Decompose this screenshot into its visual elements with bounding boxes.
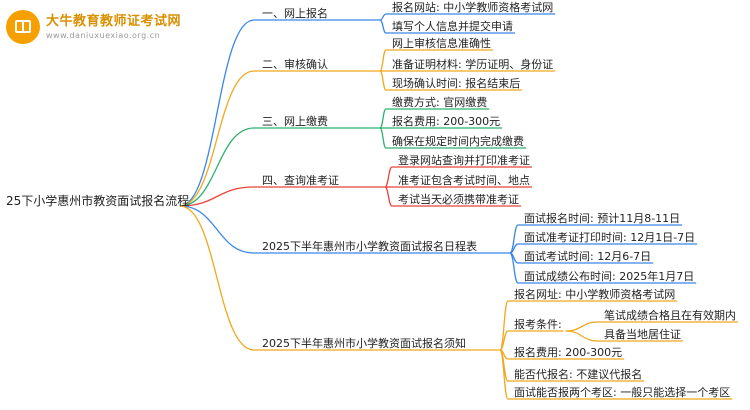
leaf-connector [565, 321, 599, 332]
branch-connector [179, 70, 255, 207]
leaf-connector [499, 330, 509, 351]
leaf-node: 现场确认时间: 报名结束后 [392, 77, 521, 90]
leaf-connector [379, 19, 387, 34]
leaf-node: 笔试成绩合格且在有效期内 [604, 309, 736, 322]
leaf-node: 报考条件: [514, 318, 562, 331]
leaf-node: 网上审核信息准确性 [392, 37, 491, 50]
book-icon [6, 10, 40, 44]
branch-online-payment: 三、网上缴费 [262, 115, 328, 128]
branch-admission-ticket: 四、查询准考证 [262, 174, 339, 187]
leaf-node: 填写个人信息并提交申请 [392, 20, 513, 33]
branch-connector [179, 186, 255, 207]
branch-connector [179, 205, 255, 351]
leaf-connector [379, 70, 387, 91]
leaf-node: 登录网站查询并打印准考证 [398, 154, 530, 167]
leaf-node: 准备证明材料: 学历证明、身份证 [392, 58, 554, 71]
leaf-node: 报名网站: 中小学教师资格考试网 [392, 1, 554, 14]
leaf-node: 确保在规定时间内完成缴费 [392, 135, 524, 148]
leaf-node: 报名费用: 200-300元 [392, 115, 501, 128]
logo-title: 大牛教育教师证考试网 [46, 14, 182, 29]
leaf-connector [379, 127, 387, 149]
leaf-node: 面试报名时间: 预计11月8-11日 [524, 212, 681, 225]
leaf-connector [379, 13, 387, 21]
branch-registration-notes: 2025下半年惠州市小学教资面试报名须知 [262, 337, 466, 350]
leaf-node: 具备当地居住证 [604, 328, 681, 341]
leaf-node: 报名费用: 200-300元 [514, 346, 623, 359]
leaf-node: 面试考试时间: 12月6-7日 [524, 250, 652, 263]
branch-review-confirmation: 二、审核确认 [262, 58, 328, 71]
branch-connector [179, 205, 255, 254]
leaf-node: 考试当天必须携带准考证 [398, 193, 519, 206]
leaf-connector [499, 349, 509, 400]
leaf-node: 面试准考证打印时间: 12月1日-7日 [524, 231, 696, 244]
leaf-connector [509, 252, 519, 284]
branch-online-registration: 一、网上报名 [262, 7, 328, 20]
leaf-node: 报名网址: 中小学教师资格考试网 [514, 288, 676, 301]
leaf-node: 面试成绩公布时间: 2025年1月7日 [524, 270, 695, 283]
leaf-node: 缴费方式: 官网缴费 [392, 96, 488, 109]
leaf-node: 能否代报名: 不建议代报名 [514, 368, 643, 381]
mindmap-root: 25下小学惠州市教资面试报名流程 [6, 194, 190, 208]
leaf-connector [379, 49, 387, 72]
branch-connector [179, 19, 255, 207]
leaf-node: 面试能否报两个考区: 一般只能选择一个考区 [514, 386, 731, 399]
leaf-connector [565, 330, 599, 342]
branch-connector [179, 127, 255, 207]
logo-subtitle: www.daniuxuexiao.org.cn [46, 31, 161, 40]
leaf-node: 准考证包含考试时间、地点 [398, 174, 530, 187]
site-logo[interactable]: 大牛教育教师证考试网 www.daniuxuexiao.org.cn [6, 8, 181, 46]
leaf-connector [379, 108, 387, 129]
branch-schedule: 2025下半年惠州市小学教资面试报名日程表 [262, 240, 477, 253]
leaf-connector [384, 186, 393, 207]
leaf-connector [384, 166, 393, 188]
